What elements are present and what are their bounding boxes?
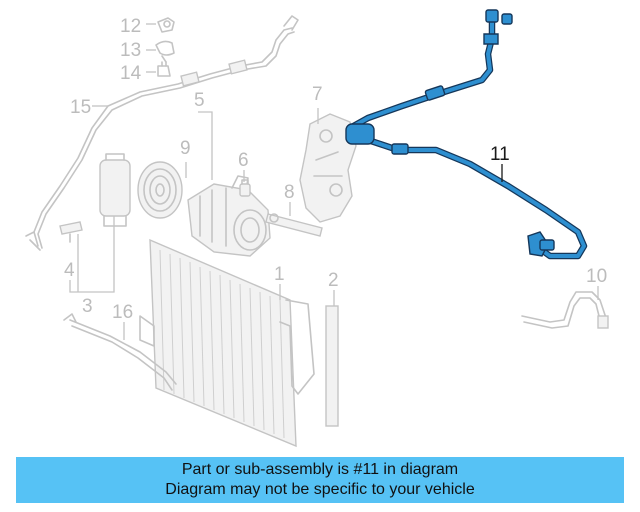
callout-5: 5 [194, 90, 205, 111]
part-4-valve [59, 221, 83, 243]
callout-14: 14 [120, 63, 142, 84]
part-11-ac-hose[interactable] [345, 9, 588, 260]
callout-2: 2 [328, 270, 339, 291]
callout-10: 10 [586, 266, 607, 287]
callout-6: 6 [238, 150, 249, 171]
callout-9: 9 [180, 138, 191, 159]
part-13-clamp [155, 40, 175, 63]
part-14-clip [157, 61, 171, 77]
part-9-clutch [137, 161, 183, 219]
part-16-pipe [63, 313, 177, 391]
part-6-valve [239, 179, 251, 197]
callout-3: 3 [82, 296, 93, 317]
part-2-strip [325, 305, 339, 427]
part-15-pipe [25, 15, 299, 251]
parts-diagram: 12 13 14 15 5 9 6 7 8 4 3 1 2 16 10 11 [25, 9, 609, 448]
callout-11: 11 [490, 144, 510, 165]
part-8-rod [265, 213, 323, 237]
leader-lines [69, 23, 599, 340]
banner-line-disclaimer: Diagram may not be specific to your vehi… [165, 481, 475, 498]
callout-13: 13 [120, 40, 141, 61]
callout-labels: 12 13 14 15 5 9 6 7 8 4 3 1 2 16 10 11 [64, 16, 607, 323]
part-12-fitting [157, 17, 175, 33]
info-banner: Part or sub-assembly is #11 in diagram D… [16, 457, 624, 503]
callout-7: 7 [312, 84, 323, 105]
callout-1: 1 [274, 264, 285, 285]
callout-15: 15 [70, 97, 91, 118]
part-10-pipe [521, 291, 609, 329]
callout-4: 4 [64, 260, 75, 281]
banner-line-part: Part or sub-assembly is #11 in diagram [181, 461, 459, 478]
callout-16: 16 [112, 302, 133, 323]
drier-canister [99, 153, 131, 227]
part-7-bracket [299, 113, 357, 223]
part-1-condenser [139, 238, 315, 448]
part-5-compressor [187, 175, 271, 257]
callout-12: 12 [120, 16, 141, 37]
callout-8: 8 [284, 182, 295, 203]
